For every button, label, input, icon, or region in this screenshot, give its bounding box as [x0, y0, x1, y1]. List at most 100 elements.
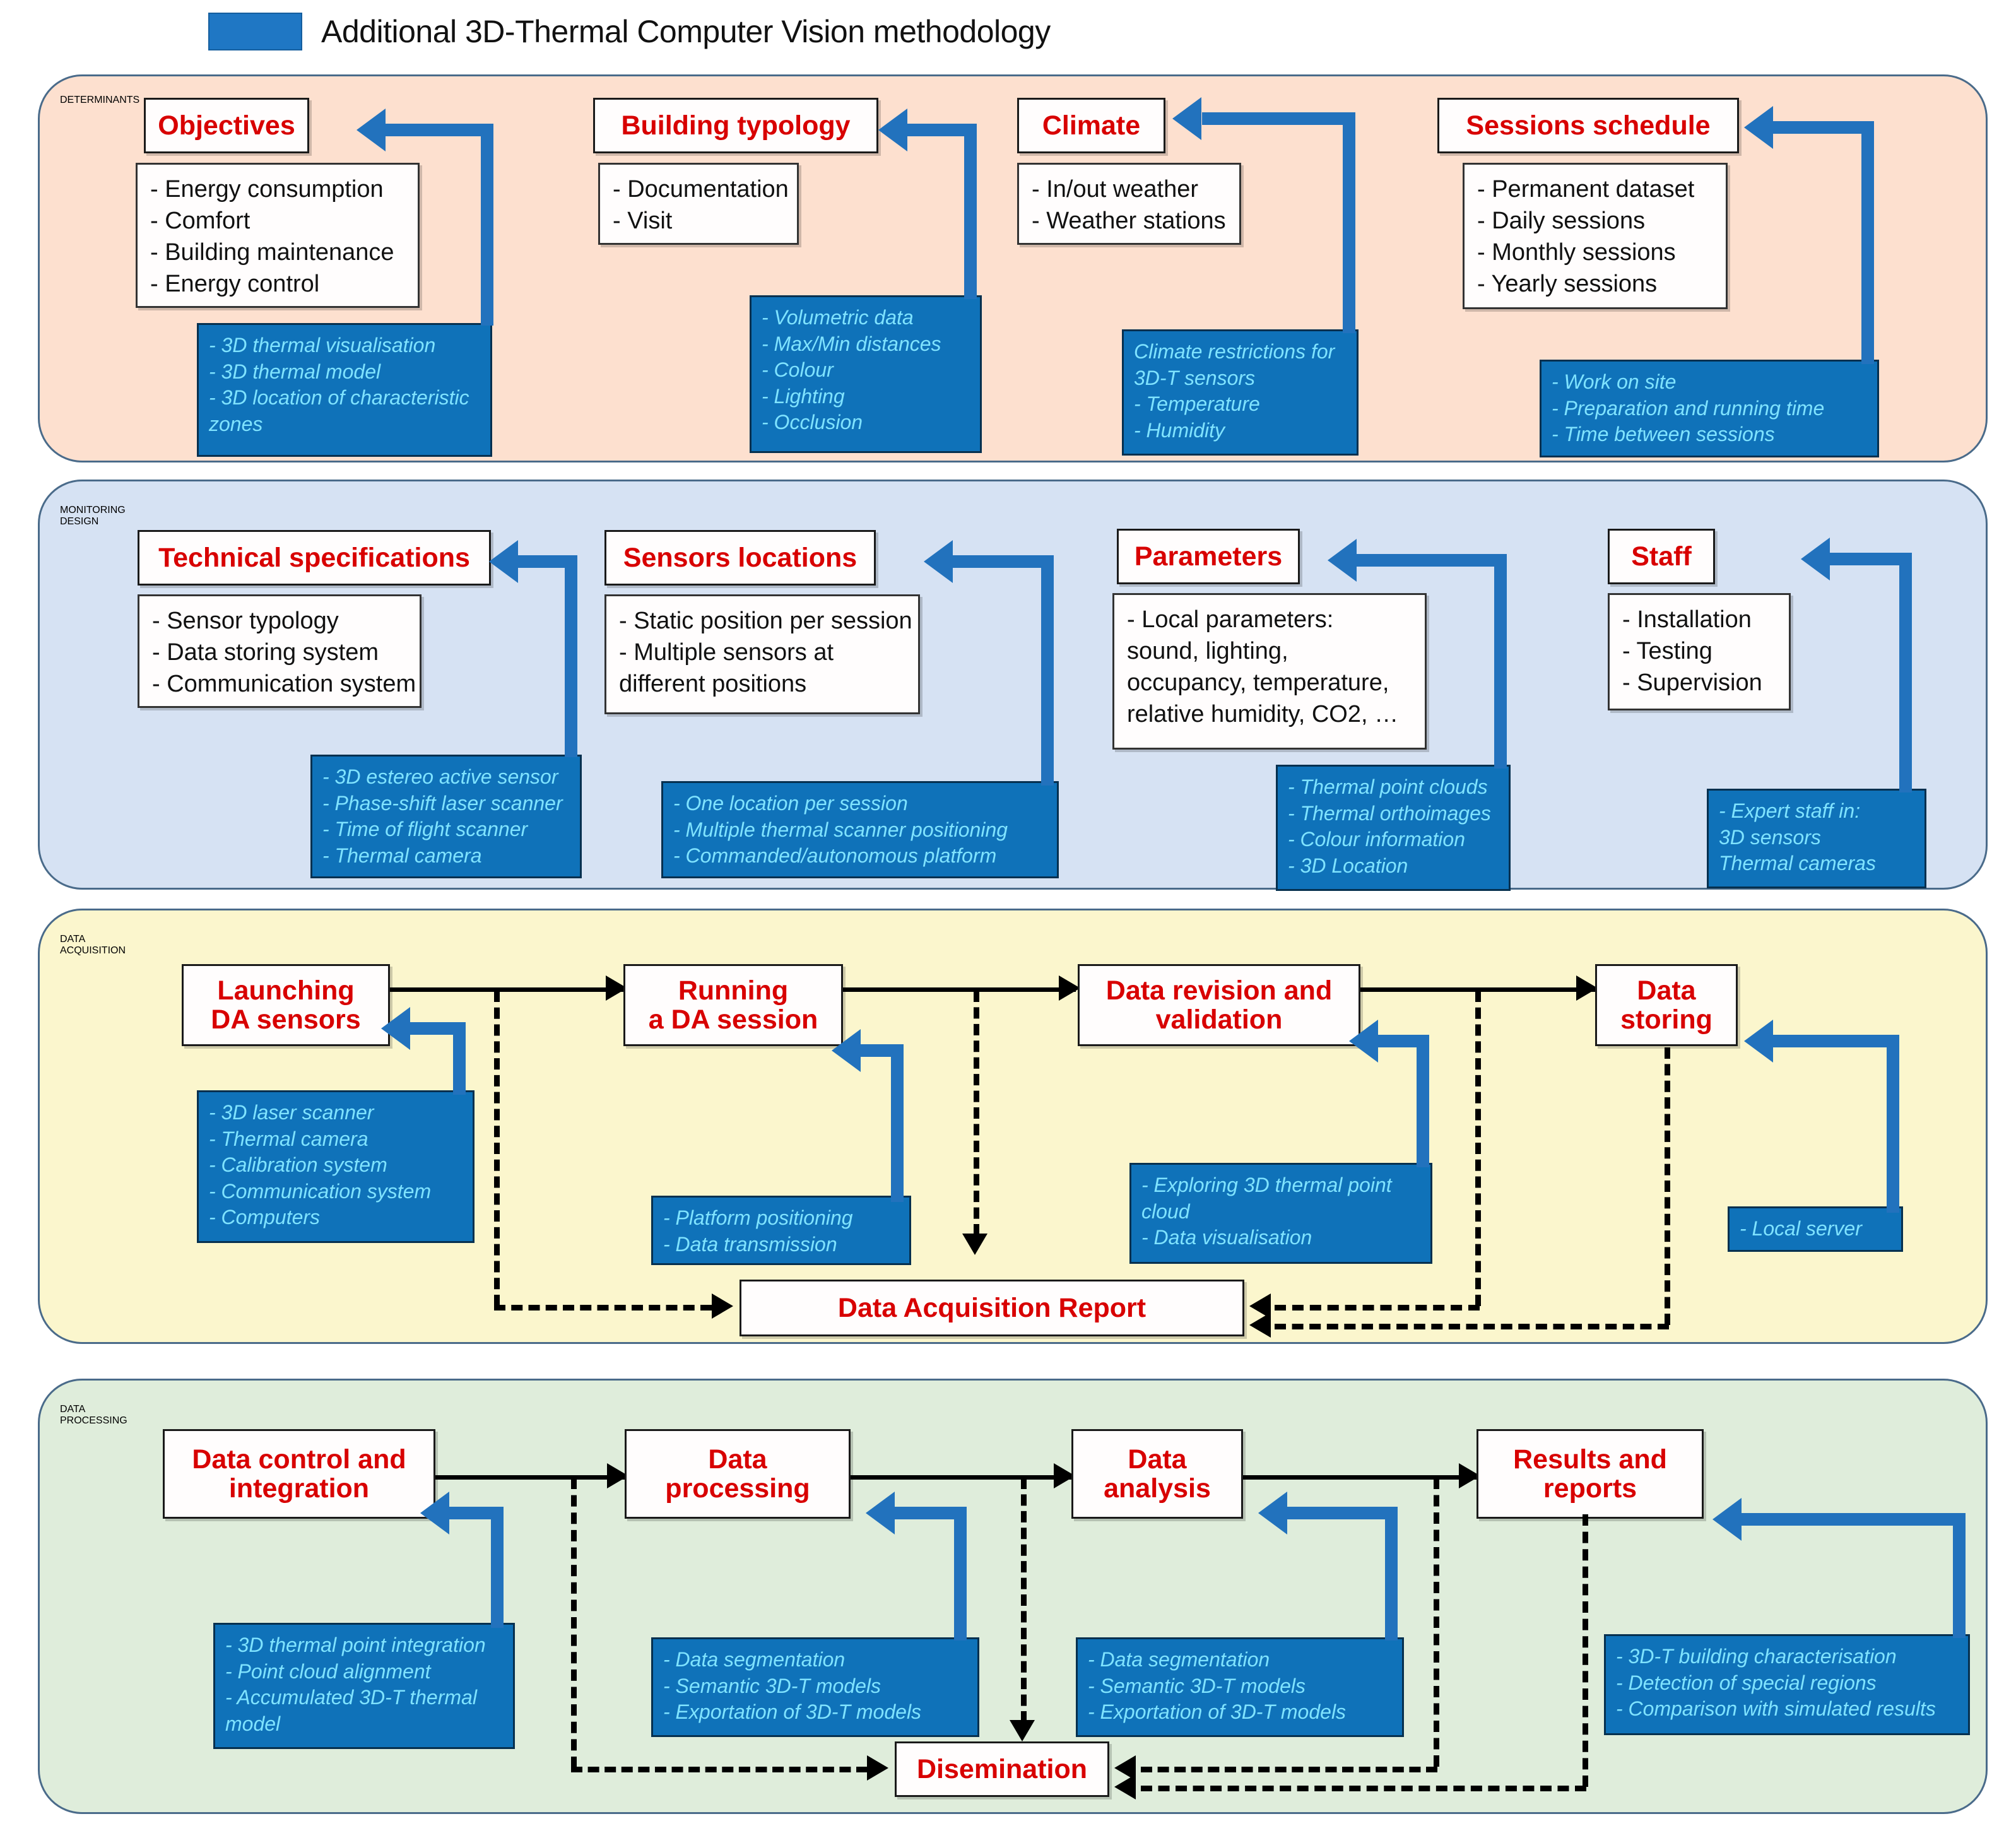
- node-building-typology[interactable]: Building typology: [593, 98, 878, 153]
- bluebox-data-revision-validation: - Exploring 3D thermal point cloud - Dat…: [1129, 1163, 1432, 1264]
- arrow-feedback-processing-h: [895, 1507, 965, 1519]
- arrow-feedback-running-h: [859, 1044, 902, 1057]
- legend-swatch-icon: [208, 13, 302, 50]
- dashed-revision-left: [1275, 1305, 1480, 1311]
- node-data-analysis[interactable]: Data analysis: [1071, 1429, 1243, 1519]
- list-sensors-locations: - Static position per session - Multiple…: [604, 594, 920, 714]
- band-label-monitoring-design: MONITORING DESIGN: [60, 505, 126, 527]
- bluebox-data-control-integration: - 3D thermal point integration - Point c…: [213, 1623, 515, 1749]
- node-disemination[interactable]: Disemination: [895, 1741, 1109, 1797]
- arrow-feedback-results-v: [1953, 1513, 1966, 1638]
- arrow-feedback-sensorloc-v: [1041, 555, 1054, 786]
- bluebox-data-storing: - Local server: [1728, 1206, 1903, 1252]
- node-staff[interactable]: Staff: [1608, 529, 1715, 584]
- bluebox-sessions-schedule: - Work on site - Preparation and running…: [1540, 360, 1879, 457]
- arrow-feedback-storing-h: [1773, 1035, 1898, 1047]
- arrow-feedback-running-v: [891, 1044, 904, 1202]
- dashed-arrowhead-report-left-icon: [712, 1293, 733, 1319]
- arrow-feedback-climate-v: [1343, 112, 1355, 333]
- arrow-feedback-launching-h: [409, 1022, 464, 1035]
- dashed-launching-down: [494, 991, 500, 1306]
- node-climate[interactable]: Climate: [1017, 98, 1165, 153]
- bluebox-running-da-session: - Platform positioning - Data transmissi…: [651, 1196, 911, 1265]
- arrowhead-control-icon: [420, 1492, 449, 1534]
- arrowhead-parameters-icon: [1328, 539, 1357, 582]
- dashed-results-left: [1141, 1786, 1586, 1791]
- arrow-feedback-parameters-h: [1357, 554, 1507, 567]
- arrowhead-running-icon: [832, 1029, 861, 1072]
- list-sessions-schedule: - Permanent dataset - Daily sessions - M…: [1463, 163, 1728, 309]
- arrow-feedback-techspec-h: [517, 555, 574, 568]
- list-parameters: - Local parameters: sound, lighting, occ…: [1112, 593, 1427, 750]
- list-staff: - Installation - Testing - Supervision: [1608, 593, 1791, 710]
- dashed-storing-down: [1665, 1047, 1670, 1325]
- arrowhead-objectives-icon: [357, 109, 386, 151]
- legend: Additional 3D-Thermal Computer Vision me…: [208, 13, 1051, 50]
- arrow-feedback-parameters-v: [1494, 554, 1507, 769]
- flow-line-3: [1357, 987, 1596, 992]
- dashed-analysis-down: [1434, 1478, 1439, 1767]
- arrow-feedback-objectives-v: [481, 124, 493, 326]
- flow-line-5: [851, 1475, 1071, 1480]
- arrow-feedback-typology-v: [964, 124, 977, 299]
- node-sensors-locations[interactable]: Sensors locations: [604, 530, 876, 586]
- arrow-feedback-control-v: [491, 1507, 504, 1628]
- list-building-typology: - Documentation - Visit: [598, 163, 799, 245]
- arrow-feedback-techspec-v: [565, 555, 577, 757]
- arrowhead-results-icon: [1712, 1498, 1742, 1541]
- arrowhead-sessions-icon: [1744, 106, 1773, 149]
- bluebox-parameters: - Thermal point clouds - Thermal orthoim…: [1276, 765, 1511, 891]
- arrow-feedback-control-h: [449, 1507, 502, 1519]
- band-label-determinants: DETERMINANTS: [60, 95, 140, 105]
- node-sessions-schedule[interactable]: Sessions schedule: [1437, 98, 1739, 153]
- arrow-feedback-staff-h: [1830, 553, 1911, 565]
- node-data-storing[interactable]: Data storing: [1595, 964, 1738, 1046]
- bluebox-climate: Climate restrictions for 3D-T sensors - …: [1122, 329, 1359, 456]
- band-label-data-acquisition: DATA ACQUISITION: [60, 934, 126, 956]
- dashed-results-down: [1583, 1514, 1588, 1787]
- flow-arrowhead-3-icon: [1576, 975, 1598, 1001]
- dashed-storing-left: [1275, 1324, 1669, 1329]
- bluebox-results-reports: - 3D-T building characterisation - Detec…: [1604, 1634, 1970, 1735]
- list-climate: - In/out weather - Weather stations: [1017, 163, 1241, 245]
- dashed-analysis-left: [1141, 1767, 1437, 1772]
- arrowhead-analysis-icon: [1258, 1492, 1287, 1534]
- arrowhead-processing-icon: [866, 1492, 895, 1534]
- node-objectives[interactable]: Objectives: [144, 98, 309, 153]
- arrowhead-staff-icon: [1801, 538, 1830, 580]
- flow-line-1: [390, 987, 623, 992]
- flow-line-2: [842, 987, 1076, 992]
- arrow-feedback-results-h: [1742, 1513, 1964, 1526]
- node-parameters[interactable]: Parameters: [1117, 529, 1300, 584]
- arrow-feedback-revision-h: [1377, 1035, 1429, 1047]
- dashed-arrowhead-report-top-icon: [962, 1234, 987, 1255]
- flow-line-4: [435, 1475, 625, 1480]
- arrowhead-climate-icon: [1172, 97, 1201, 140]
- arrow-feedback-sessions-h: [1773, 121, 1873, 134]
- node-data-revision-validation[interactable]: Data revision and validation: [1078, 964, 1360, 1046]
- bluebox-building-typology: - Volumetric data - Max/Min distances - …: [750, 295, 982, 453]
- dashed-launching-right: [494, 1305, 712, 1311]
- arrow-feedback-staff-v: [1899, 553, 1912, 792]
- arrowhead-sensorloc-icon: [924, 540, 953, 583]
- dashed-processing-down: [1021, 1478, 1027, 1723]
- bluebox-launching-da-sensors: - 3D laser scanner - Thermal camera - Ca…: [197, 1090, 475, 1243]
- bluebox-sensors-locations: - One location per session - Multiple th…: [661, 781, 1059, 878]
- dashed-arrowhead-disem-right2-icon: [1114, 1774, 1136, 1799]
- bluebox-technical-specifications: - 3D estereo active sensor - Phase-shift…: [310, 755, 582, 878]
- bluebox-data-processing: - Data segmentation - Semantic 3D-T mode…: [651, 1637, 979, 1737]
- dashed-arrowhead-report-right2-icon: [1249, 1312, 1271, 1338]
- node-results-reports[interactable]: Results and reports: [1477, 1429, 1704, 1519]
- list-technical-specifications: - Sensor typology - Data storing system …: [138, 594, 421, 708]
- node-data-acquisition-report[interactable]: Data Acquisition Report: [740, 1280, 1244, 1336]
- arrow-feedback-processing-v: [954, 1507, 967, 1640]
- arrow-feedback-sessions-v: [1861, 121, 1874, 364]
- node-data-control-integration[interactable]: Data control and integration: [163, 1429, 435, 1519]
- arrowhead-storing-icon: [1744, 1020, 1773, 1063]
- arrow-feedback-typology-h: [907, 124, 970, 136]
- node-running-da-session[interactable]: Running a DA session: [623, 964, 843, 1046]
- node-launching-da-sensors[interactable]: Launching DA sensors: [182, 964, 390, 1046]
- node-data-processing[interactable]: Data processing: [625, 1429, 851, 1519]
- node-technical-specifications[interactable]: Technical specifications: [138, 530, 491, 586]
